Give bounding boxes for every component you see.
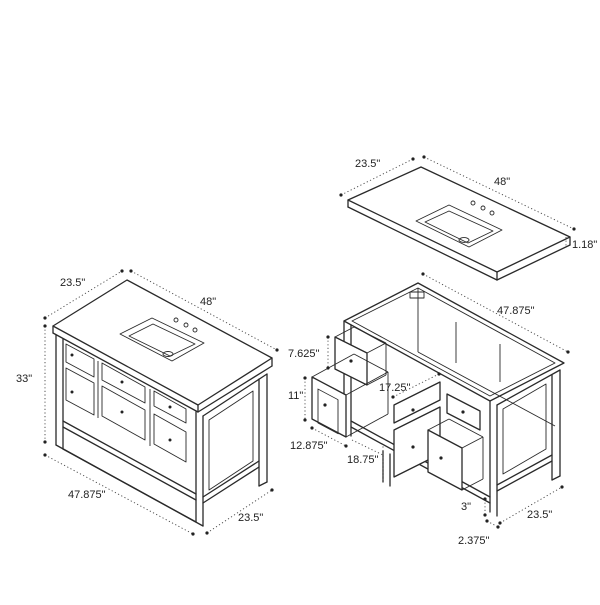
drawer-large-left <box>311 353 389 438</box>
label-toe-kick: 3" <box>461 501 471 513</box>
assembled-cabinet-side <box>202 373 268 504</box>
assembled-vanity: 23.5" 48" 33" 47.875" 23.5" <box>16 269 279 536</box>
drawer-right-large <box>427 418 484 491</box>
sink-basin-icon <box>119 317 205 362</box>
drawer-right-small <box>446 393 481 431</box>
label-left-base-width: 47.875" <box>68 489 106 501</box>
assembled-cabinet-front <box>55 334 204 527</box>
label-drawer-small-h: 7.625" <box>288 348 320 360</box>
label-drawer-depth: 18.75" <box>347 454 379 466</box>
exploded-dimension-lines <box>303 272 570 529</box>
drawer-center-small <box>393 381 441 424</box>
label-top-thickness: 1.18" <box>572 239 597 251</box>
label-leg-width: 2.375" <box>458 535 490 547</box>
label-left-height: 33" <box>16 373 32 385</box>
label-left-depth: 23.5" <box>60 277 85 289</box>
assembled-dimension-lines <box>43 269 279 536</box>
countertop-sink-icon <box>415 200 503 248</box>
label-drawer-width-center: 17.25" <box>379 382 411 394</box>
label-top-width: 48" <box>494 176 510 188</box>
label-drawer-width-side: 12.875" <box>290 440 328 452</box>
exploded-cabinet: 47.875" 7.625" 11" 17.25" 12.875" 18.75"… <box>288 272 570 547</box>
label-left-top-width: 48" <box>200 296 216 308</box>
label-drawer-large-h: 11" <box>288 390 303 402</box>
label-left-base-depth: 23.5" <box>238 512 263 524</box>
label-top-depth: 23.5" <box>355 158 380 170</box>
label-cab-depth: 23.5" <box>527 509 552 521</box>
drawer-small-left <box>334 326 387 386</box>
exploded-countertop: 23.5" 48" 1.18" <box>339 155 597 281</box>
label-cab-width: 47.875" <box>497 305 535 317</box>
